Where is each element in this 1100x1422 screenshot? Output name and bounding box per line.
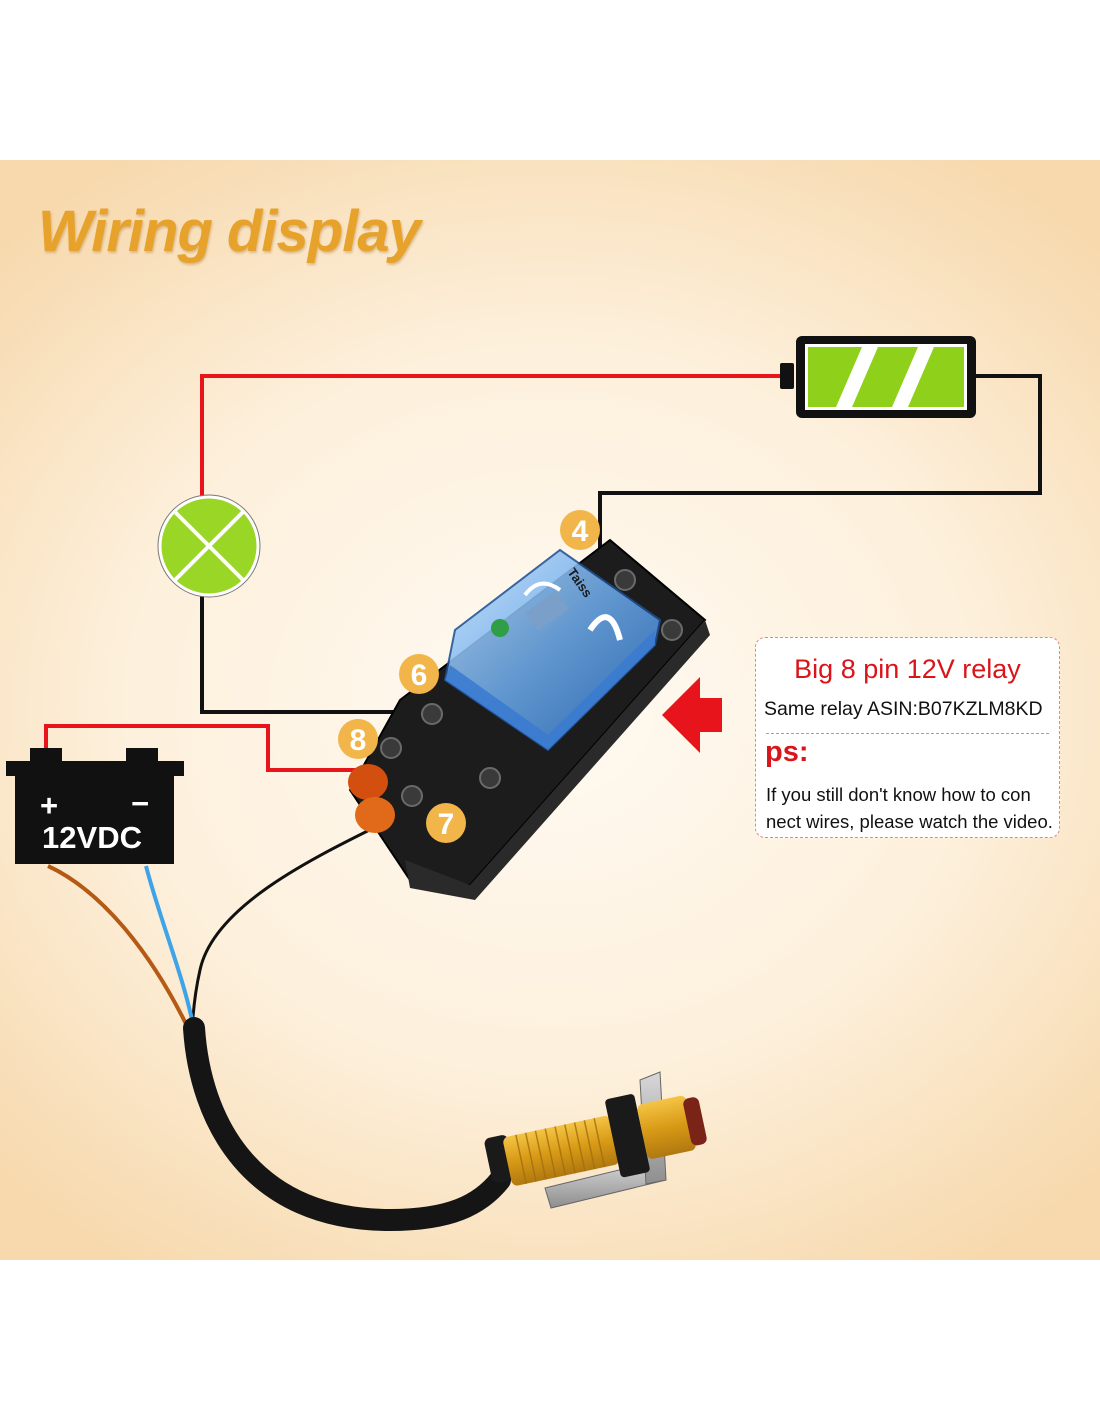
sensor-icon <box>484 1071 707 1209</box>
page-title: Wiring display <box>38 199 421 264</box>
wiring-canvas: Taiss 4 6 8 7 <box>0 160 1100 1260</box>
relay-info-asin: Same relay ASIN:B07KZLM8KD <box>764 698 1043 720</box>
svg-text:6: 6 <box>411 659 428 692</box>
relay-info-note-line2: nect wires, please watch the video. <box>766 811 1053 832</box>
battery-icon <box>780 336 976 418</box>
wire-black-lamp-pin6 <box>200 596 420 714</box>
wires <box>44 374 1042 1232</box>
lamp-icon <box>157 494 261 598</box>
relay-info-note-line1: If you still don't know how to con <box>766 784 1031 805</box>
wire-red-battery-lamp <box>200 374 790 498</box>
pin-badges: 4 6 8 7 <box>338 510 600 843</box>
dc-minus: − <box>131 786 149 821</box>
relay-info-heading: Big 8 pin 12V relay <box>794 654 1021 684</box>
arrow-icon <box>662 677 722 753</box>
wiring-diagram: Taiss 4 6 8 7 <box>6 336 1042 1232</box>
pin-8-badge: 8 <box>338 719 378 759</box>
relay-info-box: Big 8 pin 12V relay Same relay ASIN:B07K… <box>755 637 1060 838</box>
relay-icon: Taiss <box>348 538 710 900</box>
dc-battery-icon: + − 12VDC <box>6 748 184 864</box>
wire-red-dc-pin8 <box>44 724 380 772</box>
wire-blue <box>144 865 196 1031</box>
svg-text:4: 4 <box>572 515 589 548</box>
info-divider <box>766 733 1049 734</box>
dc-label: 12VDC <box>42 820 142 855</box>
sensor-cable <box>183 1017 511 1232</box>
wire-black-sensor-pin7 <box>190 806 415 1034</box>
wire-black-battery-pin4 <box>598 374 1042 555</box>
pin-4-badge: 4 <box>560 510 600 550</box>
relay-info-ps: ps: <box>765 736 809 768</box>
wire-brown <box>47 864 190 1029</box>
svg-text:7: 7 <box>438 808 455 841</box>
relay-info-note: If you still don't know how to con nect … <box>766 781 1061 835</box>
pin-6-badge: 6 <box>399 654 439 694</box>
svg-text:8: 8 <box>350 724 367 757</box>
dc-plus: + <box>40 788 58 823</box>
pin-7-badge: 7 <box>426 803 466 843</box>
